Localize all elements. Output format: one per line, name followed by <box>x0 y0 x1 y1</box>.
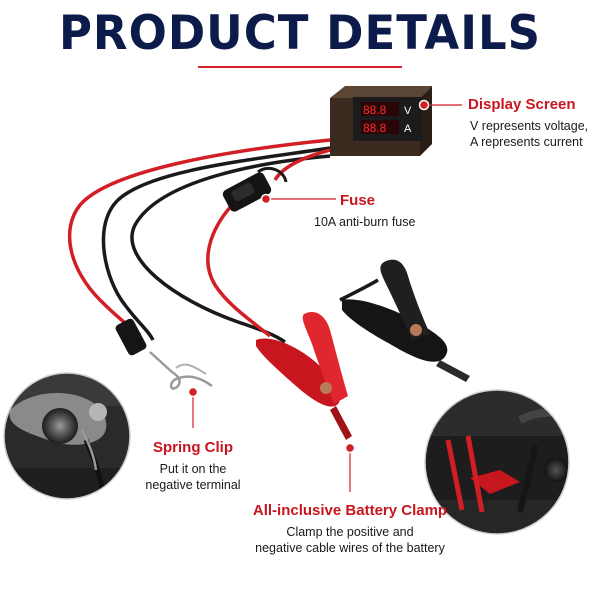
black-clamp-icon <box>342 259 470 382</box>
title-underline <box>198 66 402 68</box>
battery-clamp-desc-line2: negative cable wires of the battery <box>255 541 445 555</box>
display-screen-desc-line1: V represents voltage, <box>470 119 589 133</box>
spring-clip-icon <box>115 318 213 390</box>
display-screen-desc-line2: A represents current <box>470 135 583 149</box>
battery-clamp-heading: All-inclusive Battery Clamp <box>252 502 448 519</box>
fuse-desc-line1: 10A anti-burn fuse <box>314 215 416 229</box>
engine-bay-inset <box>424 389 570 535</box>
svg-text:88.8: 88.8 <box>363 103 387 117</box>
display-a-glyph: A <box>404 123 412 135</box>
battery-clamp-desc-line1: Clamp the positive and <box>286 525 414 539</box>
svg-text:88.8: 88.8 <box>363 121 387 135</box>
red-clamp-icon <box>256 311 352 440</box>
spring-clip-heading: Spring Clip <box>153 439 233 456</box>
display-screen-heading: Display Screen <box>468 96 576 113</box>
spring-clip-desc-line1: Put it on the <box>159 462 227 476</box>
wire-harness <box>67 138 379 344</box>
fuse-holder-icon <box>222 166 288 212</box>
voltmeter-display-icon: 88.8 88.8 V A <box>330 86 432 156</box>
fuse-heading: Fuse <box>340 192 376 209</box>
spring-clip-desc-line2: negative terminal <box>145 478 241 492</box>
callout-leaders <box>187 99 462 492</box>
page-title: PRODUCT DETAILS <box>58 4 542 61</box>
battery-terminal-inset <box>3 372 131 500</box>
display-v-glyph: V <box>404 105 412 117</box>
